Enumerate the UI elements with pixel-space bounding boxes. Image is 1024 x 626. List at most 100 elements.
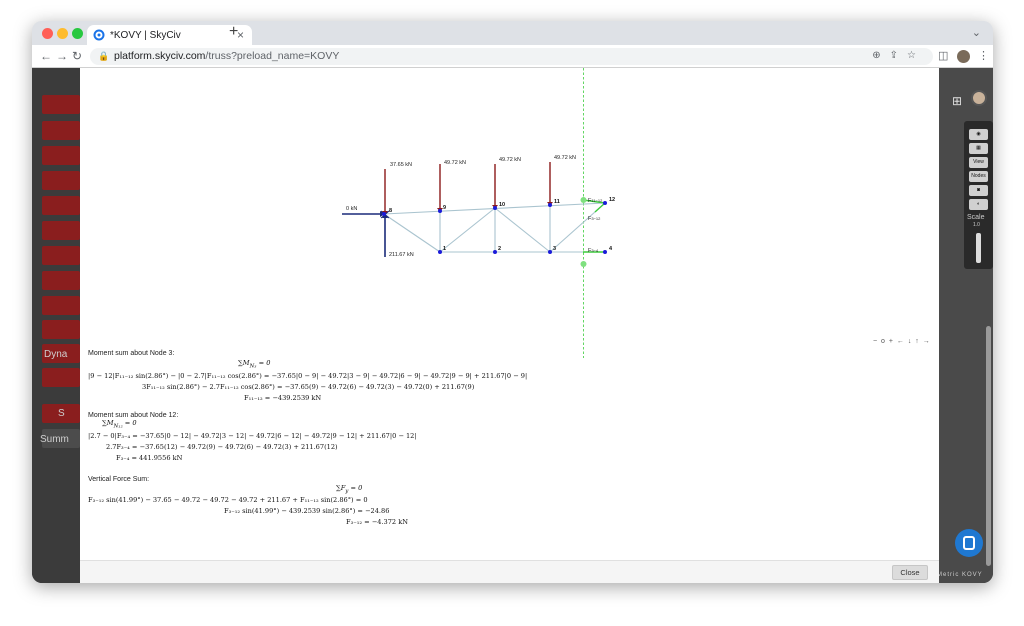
browser-toolbar: ← → ↻ 🔒 platform.skyciv.com/truss?preloa… [32,45,993,68]
skyciv-page: Dyna S Summ ⊞ ◉ ▦ View Nodes ◙ ◐ Scale 1… [32,68,993,583]
node-3[interactable] [548,250,552,254]
sidebar-button[interactable] [42,296,80,315]
reload-icon[interactable]: ↻ [72,49,83,63]
chat-icon [963,536,975,550]
sidebar-button[interactable] [42,121,80,140]
node-1[interactable] [438,250,442,254]
sum-symbol: ∑M [238,359,250,367]
sidebar-button[interactable] [42,320,80,339]
node-label: 12 [609,197,615,203]
calc-line: F₁₁₋₁₂ = −439.2539 kN [244,394,322,402]
chat-support-button[interactable] [955,529,983,557]
user-avatar[interactable] [971,90,987,106]
node-10[interactable] [493,206,497,210]
view-button[interactable]: View [969,157,988,168]
zoom-icon[interactable]: ⊕ [872,50,890,61]
sum-subscript: N₁₂ [113,423,123,430]
load-label: 49.72 kN [499,157,521,163]
page-scrollbar[interactable] [986,326,991,566]
sidebar-button-summary[interactable] [42,429,80,448]
sidebar-label-solve: S [58,408,65,419]
left-sidebar: Dyna S Summ [32,68,80,583]
address-bar[interactable]: 🔒 platform.skyciv.com/truss?preload_name… [90,48,933,65]
nodes-button[interactable]: Nodes [969,171,988,182]
forward-arrow-icon[interactable]: → [56,49,68,63]
sidebar-button-dynamic[interactable] [42,344,80,363]
node-9[interactable] [438,209,442,213]
truss-diagram: 37.65 kN 49.72 kN 49.72 kN 49.72 kN 0 kN… [342,68,615,358]
sidebar-button[interactable] [42,146,80,165]
member-8-1 [383,213,441,253]
tab-title: *KOVY | SkyCiv [110,30,181,41]
tab-kovy[interactable]: *KOVY | SkyCiv × [87,25,252,45]
sum-symbol: ∑M [102,419,114,427]
node-4[interactable] [603,250,607,254]
new-tab-button[interactable]: + [229,23,239,40]
sidebar-button[interactable] [42,271,80,290]
apps-grid-icon[interactable]: ⊞ [952,94,963,108]
kebab-menu-icon[interactable]: ⋮ [978,50,989,62]
sidebar-button[interactable] [42,171,80,190]
image-icon[interactable]: ▦ [969,143,988,154]
node-label: 11 [554,199,560,205]
side-panel-icon[interactable]: ◫ [938,50,949,62]
tab-search-icon[interactable]: ⌄ [971,27,981,39]
camera-icon[interactable]: ◙ [969,185,988,196]
calc-sum-equation: ∑MN₃ = 0 [238,359,270,369]
sidebar-button[interactable] [42,196,80,215]
bookmark-star-icon[interactable]: ☆ [907,50,925,61]
share-icon[interactable]: ⇪ [889,50,908,61]
sum-rhs: = 0 [122,419,137,427]
close-window-button[interactable] [42,28,53,39]
node-11[interactable] [548,203,552,207]
scale-label: Scale [967,214,985,221]
scale-slider[interactable] [976,233,981,263]
calc-line: F₃₋₁₂ sin(41.99°) − 37.65 − 49.72 − 49.7… [88,496,368,504]
node-label: 3 [553,246,556,252]
node-2[interactable] [493,250,497,254]
calc-line: |2.7 − 0|F₃₋₄ = −37.65|0 − 12| − 49.72|3… [88,432,417,440]
back-arrow-icon[interactable]: ← [40,49,52,63]
cut-force-symbol: F [588,248,592,254]
applied-loads [384,162,551,211]
sidebar-button[interactable] [42,246,80,265]
calc-line: F₃₋₁₂ = −4.372 kN [346,518,408,526]
lock-icon: 🔒 [98,51,110,61]
settings-icon[interactable]: ◐ [969,199,988,210]
cut-handle-top[interactable] [580,197,587,203]
cut-force-subscript: 3−12 [591,216,601,221]
close-button[interactable]: Close [892,565,928,580]
sidebar-button[interactable] [42,221,80,240]
sidebar-button[interactable] [42,368,80,387]
url-text: platform.skyciv.com/truss?preload_name=K… [114,50,339,62]
sum-subscript: y [345,488,349,495]
member-10-3 [494,207,551,253]
node-8[interactable] [382,212,386,216]
status-labels: Metric KOVY [937,572,983,578]
browser-window: *KOVY | SkyCiv × + ⌄ ← → ↻ 🔒 platform.sk… [32,21,993,583]
sidebar-label-summary: Summ [40,434,69,445]
sum-rhs: = 0 [348,484,363,492]
sidebar-button-edit[interactable] [42,95,80,114]
view-nav-controls[interactable]: − o + ← ↓ ↑ → [873,338,931,345]
node-12[interactable] [603,201,607,205]
cut-handle-bottom[interactable] [580,261,587,267]
sidebar-button-solve[interactable] [42,404,80,423]
reaction-arrowhead [382,214,388,218]
cut-force-label-top: F11−12 [588,198,603,204]
tab-close-icon[interactable]: × [236,28,244,42]
scale-value: 1.0 [973,222,980,228]
tab-strip: *KOVY | SkyCiv × + ⌄ [32,21,993,45]
calc-line: F₃₋₁₂ sin(41.99°) − 439.2539 sin(2.86°) … [224,507,390,515]
node-label: 2 [498,246,501,252]
horizontal-load-label: 0 kN [346,206,357,212]
node-label: 1 [443,246,446,252]
minimize-window-button[interactable] [57,28,68,39]
profile-avatar[interactable] [957,50,970,63]
calc-line: |9 − 12|F₁₁₋₁₂ sin(2.86°) − |0 − 2.7|F₁₁… [88,372,528,380]
maximize-window-button[interactable] [72,28,83,39]
url-path: /truss?preload_name=KOVY [205,50,340,62]
skyciv-favicon-icon [93,29,105,41]
eye-icon[interactable]: ◉ [969,129,988,140]
node-label: 9 [443,205,446,211]
